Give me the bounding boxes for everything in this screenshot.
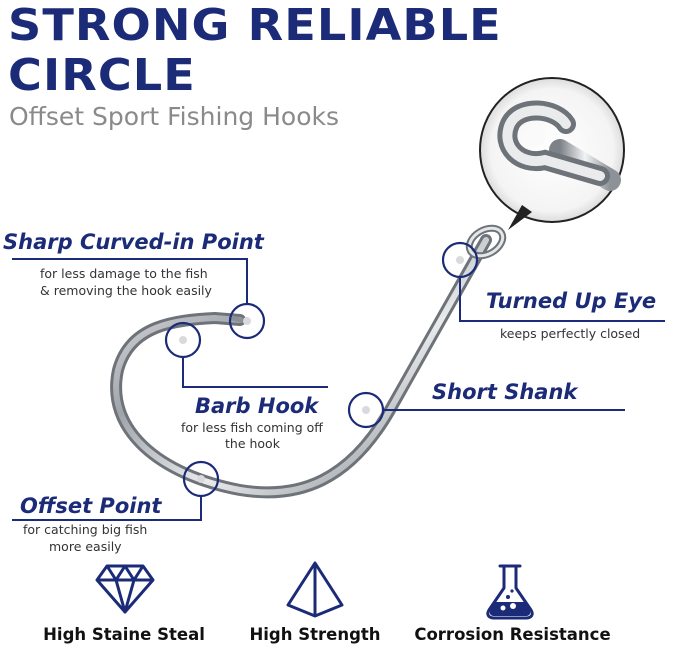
callout-barb-title: Barb Hook	[195, 394, 319, 418]
callout-eye-desc: keeps perfectly closed	[500, 326, 641, 341]
circle-hook	[110, 224, 507, 499]
callout-sharp-point-desc-2: & removing the hook easily	[40, 283, 212, 298]
callout-shank-title: Short Shank	[432, 380, 578, 404]
zoom-eye-inset	[479, 77, 625, 230]
callout-barb-desc-2: the hook	[225, 436, 280, 451]
title-line-2: CIRCLE	[8, 50, 196, 101]
callout-eye-title: Turned Up Eye	[486, 289, 657, 313]
callout-barb-desc-1: for less fish coming off	[181, 420, 323, 435]
subtitle: Offset Sport Fishing Hooks	[9, 102, 339, 131]
feature-label-steel: High Staine Steal	[43, 625, 205, 644]
callout-offset-title: Offset Point	[20, 494, 162, 518]
title-line-1: STRONG RELIABLE	[8, 0, 502, 51]
feature-label-strength: High Strength	[249, 625, 381, 644]
callout-sharp-point-desc-1: for less damage to the fish	[40, 266, 208, 281]
feature-label-corrosion: Corrosion Resistance	[414, 625, 611, 644]
callout-offset-desc-2: more easily	[49, 539, 122, 554]
callout-sharp-point-title: Sharp Curved-in Point	[3, 230, 264, 254]
callout-offset-desc-1: for catching big fish	[23, 522, 148, 537]
